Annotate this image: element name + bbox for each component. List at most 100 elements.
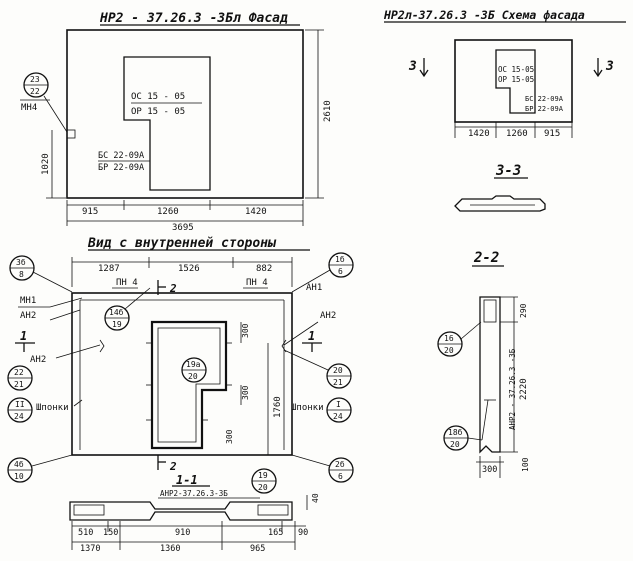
svg-text:24: 24 [333, 412, 343, 421]
scheme-window-label-2: ОР 15-05 [498, 75, 534, 84]
inside-dim-300-c: 300 [225, 429, 234, 444]
section22-profile [479, 296, 501, 454]
svg-text:20: 20 [450, 440, 460, 449]
facade-dim-1: 915 [82, 207, 98, 217]
facade-window-label-2: ОР 15 - 05 [131, 107, 185, 117]
svg-text:4б: 4б [14, 459, 24, 469]
inside-dim-300-a: 300 [241, 323, 250, 338]
section33-profile [454, 195, 546, 212]
svg-text:19а: 19а [186, 360, 201, 369]
inside-dim-1: 1287 [98, 264, 120, 274]
svg-text:6: 6 [338, 472, 343, 481]
inside-pn-right: ПН 4 [246, 278, 268, 288]
svg-text:6: 6 [338, 267, 343, 276]
inside-dim-1760: 1760 [273, 396, 283, 418]
inside-dim-2: 1526 [178, 264, 200, 274]
section11-dim-90: 90 [298, 528, 308, 538]
section11-dim-965: 965 [250, 544, 265, 554]
section11-callout: 19 20 [251, 468, 277, 494]
svg-text:22: 22 [14, 368, 24, 377]
section11-profile [69, 501, 293, 521]
inside-dim-3: 882 [256, 264, 272, 274]
svg-text:3б: 3б [16, 257, 26, 267]
scheme-window [495, 49, 536, 114]
scheme-window-label-1: ОС 15-05 [498, 65, 534, 74]
inside-cut-top: 2 [169, 282, 177, 295]
inside-anchors [146, 342, 232, 421]
facade-dim-total: 3695 [172, 223, 194, 233]
inside-title: Вид с внутренней стороны [87, 236, 277, 251]
inside-label-an2-right: АН2 [320, 311, 336, 321]
scheme-dim-3: 915 [544, 129, 560, 139]
svg-text:20: 20 [188, 372, 198, 381]
scheme-dim-1: 1420 [468, 129, 490, 139]
inside-label-mn1: МН1 [20, 296, 36, 306]
inside-label-shponki-right: Шпонки [291, 403, 324, 413]
svg-text:19: 19 [112, 320, 122, 329]
inside-dim-300-b: 300 [241, 385, 250, 400]
facade-title: НР2 - 37.26.3 -3Бл Фасад [99, 11, 288, 26]
section11-dim-40: 40 [311, 493, 320, 503]
svg-text:I: I [336, 400, 341, 409]
inside-callout-II: II 24 [7, 397, 33, 423]
inside-callout-19a: 19а 20 [181, 357, 207, 383]
inside-callout-4b: 4б 10 [7, 454, 73, 483]
section22-dim-2220: 2220 [519, 378, 529, 400]
facade-dim-2: 1260 [157, 207, 179, 217]
scheme-panel [454, 39, 573, 123]
inside-cut-side-left: 1 [20, 329, 27, 343]
svg-text:21: 21 [333, 378, 343, 387]
section11-dim-910: 910 [175, 528, 190, 538]
facade-callout-label: МН4 [21, 103, 37, 113]
facade-door-label-1: БС 22-09А [98, 151, 144, 161]
section11-title: 1-1 [176, 473, 198, 487]
facade-dim-3: 1420 [245, 207, 267, 217]
inside-cut-bottom: 2 [169, 460, 177, 473]
section22-title: 2-2 [473, 250, 499, 266]
facade-door-label-2: БР 22-09А [98, 163, 144, 173]
svg-text:21: 21 [14, 380, 24, 389]
section11-dim-150: 150 [103, 528, 118, 538]
section11-dim-1370: 1370 [80, 544, 100, 554]
inside-callout-22: 22 21 [7, 365, 33, 391]
facade-callout-top: 23 [30, 75, 40, 84]
section22-dim-300: 300 [482, 465, 497, 475]
inside-callout-14b: 14б 19 [104, 287, 151, 331]
section11-mark: АНР2-37.26.3-3Б [160, 489, 228, 498]
inside-label-an1: АН1 [306, 283, 322, 293]
svg-text:14б: 14б [109, 307, 124, 317]
section11-dim-1360: 1360 [160, 544, 180, 554]
svg-text:1б: 1б [335, 254, 345, 264]
inside-callout-3b: 3б 8 [9, 255, 73, 293]
facade-panel [66, 29, 304, 199]
svg-text:20: 20 [444, 346, 454, 355]
section22-callout-18b: 18б 20 [443, 425, 483, 451]
svg-text:2б: 2б [335, 459, 345, 469]
scheme-cut-right: 3 [605, 59, 614, 74]
svg-text:20: 20 [258, 483, 268, 492]
svg-text:20: 20 [333, 366, 343, 375]
facade-callout-bottom: 22 [30, 87, 40, 96]
section11-dim-165: 165 [268, 528, 283, 538]
inside-window-frame [150, 320, 228, 450]
inside-callout-20: 20 21 [283, 349, 352, 389]
inside-callout-I: I 24 [326, 397, 352, 423]
inside-callout-2b: 2б 6 [291, 454, 354, 483]
facade-window-label-1: ОС 15 - 05 [131, 92, 185, 102]
section11-dim-510: 510 [78, 528, 93, 538]
section22-mark: АНР2 - 37.26.3 -3Б [508, 348, 517, 430]
scheme-dim-2: 1260 [506, 129, 528, 139]
svg-text:18б: 18б [448, 427, 463, 437]
inside-pn-left: ПН 4 [116, 278, 138, 288]
inside-label-an2-left: АН2 [20, 311, 36, 321]
svg-text:8: 8 [19, 270, 24, 279]
svg-text:16: 16 [444, 334, 454, 343]
section22-dim-290: 290 [519, 303, 528, 318]
facade-dim-left: 1020 [41, 153, 51, 175]
svg-text:19: 19 [258, 471, 268, 480]
svg-text:24: 24 [14, 412, 24, 421]
scheme-door-label-2: БР 22-09А [525, 105, 564, 113]
svg-text:10: 10 [14, 472, 24, 481]
inside-label-shponki-left: Шпонки [36, 403, 69, 413]
